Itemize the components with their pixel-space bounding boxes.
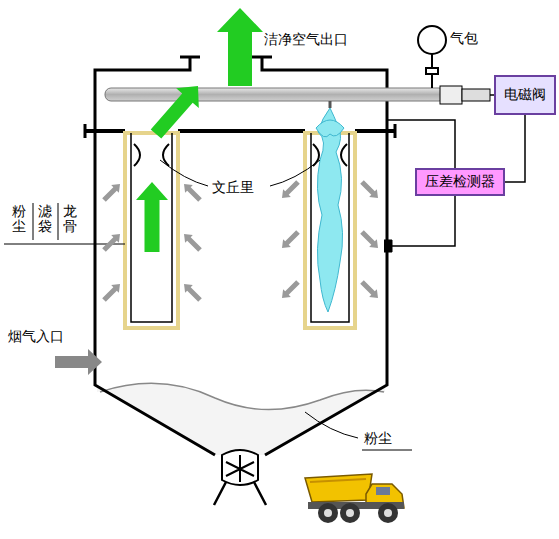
pressure-detector-box: 压差检测器 <box>415 168 505 196</box>
housing-wall <box>95 57 215 455</box>
bag-label: 滤袋 <box>38 204 52 235</box>
solenoid-valve-body <box>440 86 462 104</box>
filter-bag <box>125 133 178 328</box>
valve-rotor <box>226 455 254 482</box>
cage-label: 龙骨 <box>63 204 77 235</box>
inlet-label: 烟气入口 <box>8 328 64 345</box>
solenoid-coil <box>462 89 490 101</box>
gas-flow-arrow <box>282 180 300 198</box>
discharge-chute <box>214 482 266 505</box>
gas-flow-arrow <box>282 230 300 248</box>
outlet-label: 洁净空气出口 <box>264 31 348 48</box>
air-tank <box>418 26 446 54</box>
dump-truck <box>305 474 404 523</box>
pressure-tap <box>384 240 392 252</box>
leader-line <box>305 412 412 450</box>
gas-flow-arrow <box>184 234 202 252</box>
pressure-tube <box>387 120 455 168</box>
blow-pipe <box>105 88 445 101</box>
gas-flow-arrow <box>102 284 120 302</box>
pulse-jet <box>316 120 344 137</box>
clean-air-arrow <box>136 182 168 252</box>
housing-wall <box>262 57 387 455</box>
dust-fill <box>97 383 385 455</box>
box-label: 电磁阀 <box>504 86 546 104</box>
dust-mound <box>100 383 384 409</box>
gas-flow-arrow <box>102 184 120 202</box>
inlet-arrow <box>55 349 102 375</box>
signal-wire <box>505 115 525 182</box>
gas-flow-arrow <box>360 180 378 198</box>
venturi <box>134 144 347 166</box>
label-separator <box>4 203 125 244</box>
rotary-valve <box>222 450 258 485</box>
dust-label: 粉尘 <box>12 204 26 235</box>
gas-flow-arrow <box>360 230 378 248</box>
pressure-tube <box>392 192 455 246</box>
solenoid-valve-box: 电磁阀 <box>494 75 556 115</box>
gas-flow-arrow <box>360 280 378 298</box>
clean-air-arrow <box>151 86 199 139</box>
gas-flow-arrow <box>102 234 120 252</box>
pulse-jet <box>317 108 342 312</box>
venturi-label: 文丘里 <box>212 179 254 196</box>
outlet-flange <box>180 56 272 59</box>
nozzle <box>329 101 332 108</box>
gas-flow-arrow <box>282 280 300 298</box>
clean-air-arrow <box>217 8 263 86</box>
dust-label: 粉尘 <box>364 430 392 447</box>
tank-label: 气包 <box>450 30 478 47</box>
gas-flow-arrow <box>184 284 202 302</box>
tank-pipe <box>426 54 438 88</box>
box-label: 压差检测器 <box>425 173 495 191</box>
flow-arrows <box>55 8 378 375</box>
gas-flow-arrow <box>184 184 202 202</box>
